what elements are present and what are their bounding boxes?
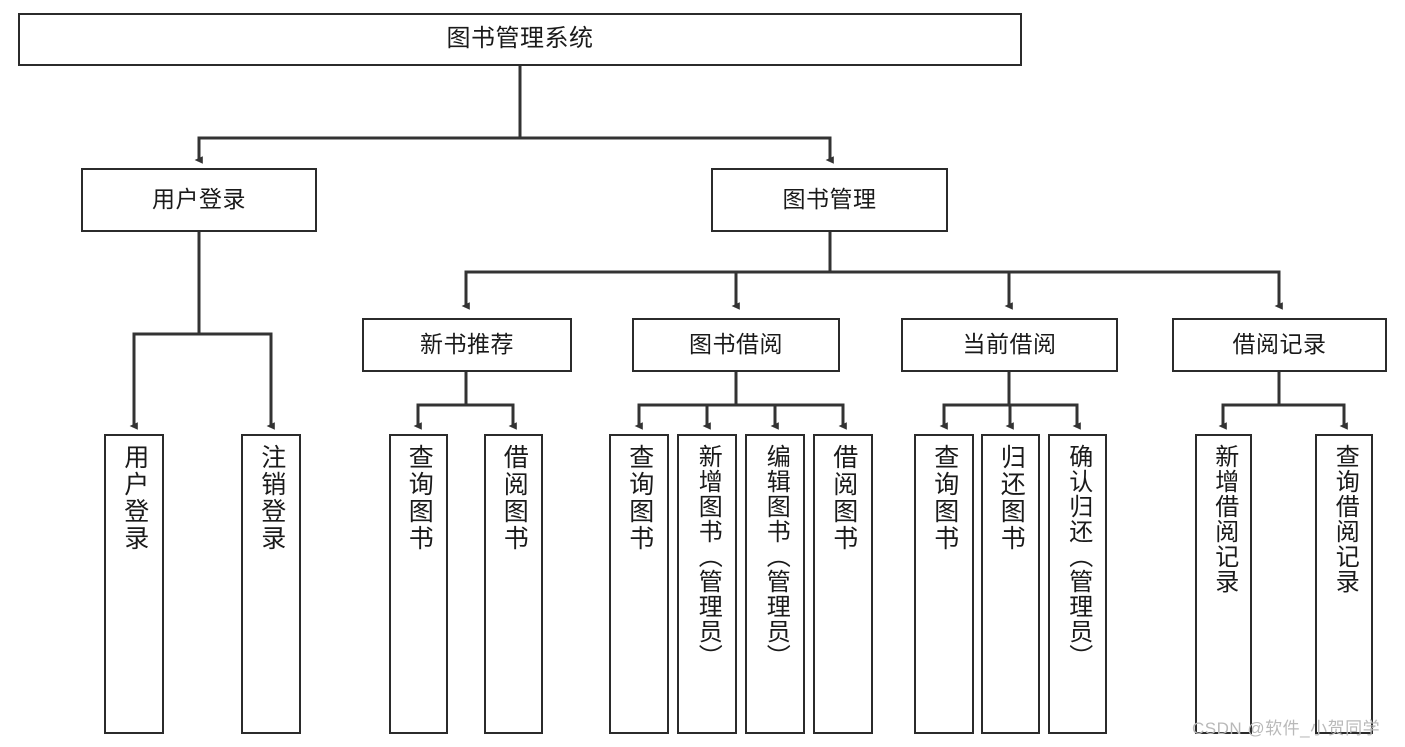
node-leaf-borrow-book-1-label: 借阅图书: [500, 444, 529, 552]
node-leaf-query-book-2[interactable]: 查询图书: [609, 434, 669, 734]
node-leaf-query-book-3[interactable]: 查询图书: [914, 434, 974, 734]
node-user-login[interactable]: 用户登录: [81, 168, 317, 232]
node-current-borrow-label: 当前借阅: [962, 331, 1057, 358]
node-leaf-user-login[interactable]: 用户登录: [104, 434, 164, 734]
node-leaf-user-login-label: 用户登录: [120, 444, 149, 552]
node-leaf-query-record-label: 查询借阅记录: [1331, 444, 1359, 594]
node-leaf-confirm-return[interactable]: 确认归还（管理员）: [1048, 434, 1107, 734]
node-user-login-label: 用户登录: [152, 186, 246, 213]
node-root[interactable]: 图书管理系统: [18, 13, 1022, 66]
node-leaf-edit-book-label: 编辑图书（管理员）: [762, 444, 790, 669]
node-leaf-add-book[interactable]: 新增图书（管理员）: [677, 434, 737, 734]
node-root-label: 图书管理系统: [446, 25, 594, 53]
node-leaf-query-book-1-label: 查询图书: [405, 444, 434, 552]
node-leaf-query-book-3-label: 查询图书: [930, 444, 959, 552]
node-leaf-return-book[interactable]: 归还图书: [981, 434, 1040, 734]
node-leaf-add-record[interactable]: 新增借阅记录: [1195, 434, 1252, 734]
node-leaf-borrow-book-1[interactable]: 借阅图书: [484, 434, 543, 734]
node-leaf-user-logout[interactable]: 注销登录: [241, 434, 301, 734]
node-book-borrow[interactable]: 图书借阅: [632, 318, 840, 372]
node-book-management-label: 图书管理: [782, 186, 877, 213]
node-book-management[interactable]: 图书管理: [711, 168, 948, 232]
node-leaf-borrow-book-2[interactable]: 借阅图书: [813, 434, 873, 734]
node-borrow-record-label: 借阅记录: [1232, 331, 1327, 358]
node-leaf-query-record[interactable]: 查询借阅记录: [1315, 434, 1373, 734]
node-borrow-record[interactable]: 借阅记录: [1172, 318, 1387, 372]
node-leaf-borrow-book-2-label: 借阅图书: [829, 444, 858, 552]
node-leaf-query-book-2-label: 查询图书: [625, 444, 654, 552]
node-new-book-recommend-label: 新书推荐: [420, 331, 514, 358]
node-leaf-add-record-label: 新增借阅记录: [1210, 444, 1238, 594]
node-new-book-recommend[interactable]: 新书推荐: [362, 318, 572, 372]
node-current-borrow[interactable]: 当前借阅: [901, 318, 1118, 372]
node-leaf-edit-book[interactable]: 编辑图书（管理员）: [745, 434, 805, 734]
node-leaf-add-book-label: 新增图书（管理员）: [694, 444, 722, 669]
node-leaf-return-book-label: 归还图书: [997, 444, 1026, 552]
node-leaf-query-book-1[interactable]: 查询图书: [389, 434, 448, 734]
watermark-text: CSDN @软件_小贺同学: [1192, 719, 1381, 738]
node-leaf-confirm-return-label: 确认归还（管理员）: [1064, 444, 1092, 669]
node-book-borrow-label: 图书借阅: [689, 331, 783, 358]
node-leaf-user-logout-label: 注销登录: [257, 444, 286, 552]
